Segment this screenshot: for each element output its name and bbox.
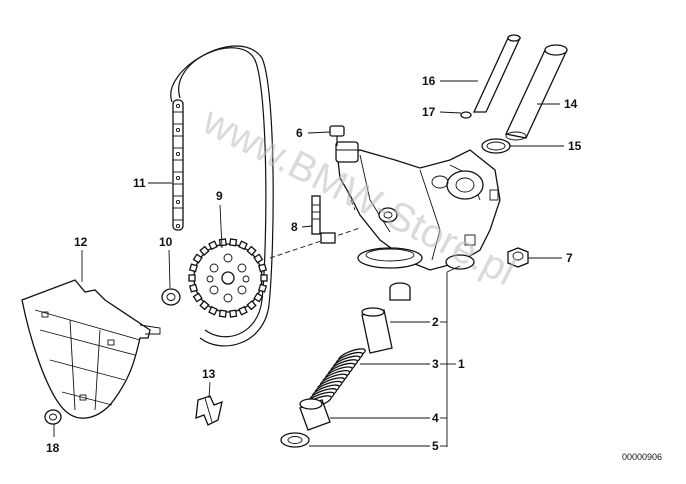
callout-16: 16 bbox=[422, 74, 436, 88]
sprocket-tooth bbox=[218, 238, 228, 247]
sprocket-tooth bbox=[260, 274, 268, 282]
clip-13 bbox=[195, 395, 223, 426]
sprocket bbox=[188, 238, 268, 318]
chain-links bbox=[172, 99, 184, 231]
relief-valve-stack bbox=[280, 282, 411, 448]
callout-15: 15 bbox=[568, 139, 582, 153]
bolt-6 bbox=[329, 125, 345, 146]
nut-7 bbox=[507, 247, 529, 268]
oring-15 bbox=[481, 138, 511, 154]
sprocket-tooth bbox=[192, 253, 203, 264]
pipe-16 bbox=[472, 34, 522, 113]
callout-10: 10 bbox=[159, 235, 173, 249]
sprocket-tooth bbox=[253, 253, 264, 264]
sprocket-tooth bbox=[192, 292, 203, 303]
bolt-8 bbox=[311, 195, 336, 244]
reference-code: 00000906 bbox=[622, 452, 662, 462]
callout-3: 3 bbox=[432, 357, 439, 371]
sprocket-tooth bbox=[228, 309, 238, 318]
callout-18: 18 bbox=[46, 441, 60, 455]
callout-14: 14 bbox=[564, 97, 578, 111]
sprocket-tooth bbox=[199, 245, 210, 256]
callout-12: 12 bbox=[74, 235, 88, 249]
sprocket-tooth bbox=[246, 300, 257, 311]
oring-17 bbox=[460, 111, 472, 119]
sprocket-tooth bbox=[258, 263, 268, 273]
oil-pump-housing bbox=[335, 141, 501, 271]
callout-8: 8 bbox=[291, 220, 298, 234]
sprocket-tooth bbox=[188, 283, 198, 293]
sleeve-14 bbox=[505, 44, 568, 141]
sprocket-tooth bbox=[258, 283, 268, 293]
nut-10 bbox=[161, 288, 181, 306]
callout-1: 1 bbox=[458, 357, 465, 371]
leader-lines bbox=[53, 80, 564, 447]
chain-loop bbox=[170, 45, 274, 347]
sprocket-tooth bbox=[188, 274, 196, 282]
callout-5: 5 bbox=[432, 439, 439, 453]
cover-plate bbox=[21, 279, 161, 419]
sprocket-tooth bbox=[208, 305, 218, 316]
sprocket-tooth bbox=[238, 305, 248, 316]
callout-6: 6 bbox=[296, 126, 303, 140]
callout-4: 4 bbox=[432, 411, 439, 425]
sprocket-tooth bbox=[253, 292, 264, 303]
sprocket-tooth bbox=[188, 263, 198, 273]
nut-18 bbox=[44, 409, 62, 425]
callout-2: 2 bbox=[432, 315, 439, 329]
sprocket-tooth bbox=[199, 300, 210, 311]
callout-17: 17 bbox=[422, 105, 436, 119]
sprocket-tooth bbox=[238, 240, 248, 251]
callout-11: 11 bbox=[133, 176, 146, 190]
sprocket-tooth bbox=[218, 309, 228, 318]
callout-7: 7 bbox=[566, 251, 573, 265]
callout-9: 9 bbox=[216, 189, 223, 203]
callout-13: 13 bbox=[202, 367, 216, 381]
sprocket-tooth bbox=[208, 240, 218, 251]
sprocket-tooth bbox=[246, 245, 257, 256]
sprocket-tooth bbox=[228, 238, 238, 247]
callout-labels: 1 2 3 4 5 6 7 8 9 10 11 12 13 14 15 16 1… bbox=[46, 74, 582, 455]
